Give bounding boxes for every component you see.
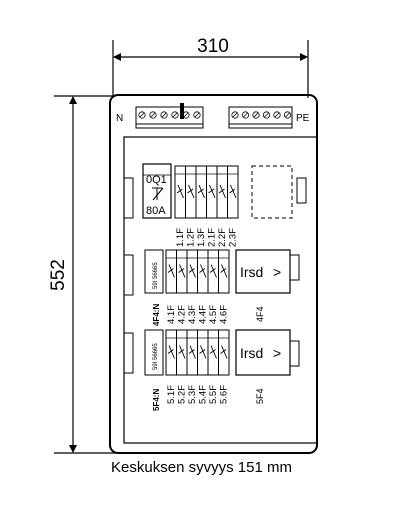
main-breaker-rating: 80A (146, 205, 166, 217)
circuit-breaker (197, 329, 209, 376)
circuit-breaker (195, 165, 207, 219)
row3-module-text: 59I 56665 (153, 343, 159, 370)
width-dimension-text: 310 (197, 36, 229, 57)
row2-rcd-arrow: > (273, 264, 281, 280)
breaker-label: 1.3F (196, 228, 207, 247)
row3-neutral-module: 59I 56665 (144, 329, 164, 376)
row3-rcd-label: Irsd (240, 345, 263, 361)
circuit-breaker (206, 165, 218, 219)
circuit-breaker (174, 165, 186, 219)
circuit-breaker (176, 249, 188, 294)
terminal-screw (138, 111, 146, 119)
row1-spare-space (251, 165, 293, 219)
neutral-terminal-label: N (116, 113, 123, 124)
circuit-breaker (218, 249, 230, 294)
row3-rcd: Irsd > (235, 329, 291, 376)
breaker-label: 4.3F (187, 305, 198, 324)
circuit-breaker (186, 249, 198, 294)
row1-breakers (174, 165, 239, 219)
breaker-label: 4.6F (219, 305, 230, 324)
breaker-label: 5.6F (219, 385, 230, 404)
row2-neutral-module: 59I 56665 (144, 249, 164, 294)
neutral-terminal-strip (135, 103, 204, 129)
breaker-label: 4.5F (208, 305, 219, 324)
row3-group-label: 5F4 (255, 388, 265, 404)
row2-group-label: 4F4 (255, 306, 265, 322)
circuit-breaker (176, 329, 188, 376)
terminal-screw (241, 111, 250, 119)
breaker-label: 1.2F (186, 228, 197, 247)
circuit-breaker (186, 329, 198, 376)
row2-rcd-label: Irsd (240, 264, 263, 280)
pe-terminal-strip (228, 106, 293, 129)
breaker-label: 4.1F (166, 305, 177, 324)
terminal-screw (149, 111, 157, 119)
depth-caption: Keskuksen syvyys 151 mm (111, 459, 292, 476)
terminal-screw (273, 111, 281, 119)
row2-n-label: 4F4:N (152, 304, 161, 326)
circuit-breaker (165, 249, 177, 294)
breaker-label: 4.2F (177, 305, 188, 324)
breaker-label: 5.4F (198, 385, 209, 404)
breaker-label: 5.2F (177, 385, 188, 404)
width-dimension (112, 40, 309, 98)
breaker-label: 5.5F (208, 385, 219, 404)
height-dimension (54, 95, 116, 454)
terminal-screw (252, 111, 260, 119)
main-breaker: 0Q1 80A (142, 163, 172, 219)
circuit-breaker (197, 249, 209, 294)
circuit-breaker (216, 165, 228, 219)
row2-breakers (165, 249, 230, 294)
terminal-screw (160, 111, 168, 119)
row2-rcd: Irsd > (235, 249, 291, 294)
terminal-screw (262, 111, 271, 119)
breaker-label: 1.1F (175, 228, 186, 247)
breaker-label: 2.2F (217, 228, 228, 247)
terminal-screw (283, 111, 292, 119)
circuit-breaker (218, 329, 230, 376)
circuit-breaker (227, 165, 239, 219)
terminal-screw (171, 111, 179, 119)
breaker-label: 4.4F (198, 305, 209, 324)
main-breaker-id: 0Q1 (146, 174, 167, 186)
terminal-screw (193, 111, 201, 119)
circuit-breaker (207, 249, 219, 294)
breaker-label: 2.1F (207, 228, 218, 247)
breaker-label: 2.3F (228, 228, 239, 247)
pe-terminal-label: PE (296, 113, 310, 124)
row3-n-label: 5F4:N (152, 389, 161, 411)
breaker-label: 5.3F (187, 385, 198, 404)
circuit-breaker (185, 165, 197, 219)
row3-rcd-arrow: > (273, 345, 281, 361)
circuit-breaker (207, 329, 219, 376)
circuit-breaker (165, 329, 177, 376)
terminal-screw (231, 111, 239, 119)
height-dimension-text: 552 (48, 259, 69, 291)
breaker-label: 5.1F (166, 385, 177, 404)
row3-breakers (165, 329, 230, 376)
row2-module-text: 59I 56665 (153, 262, 159, 289)
